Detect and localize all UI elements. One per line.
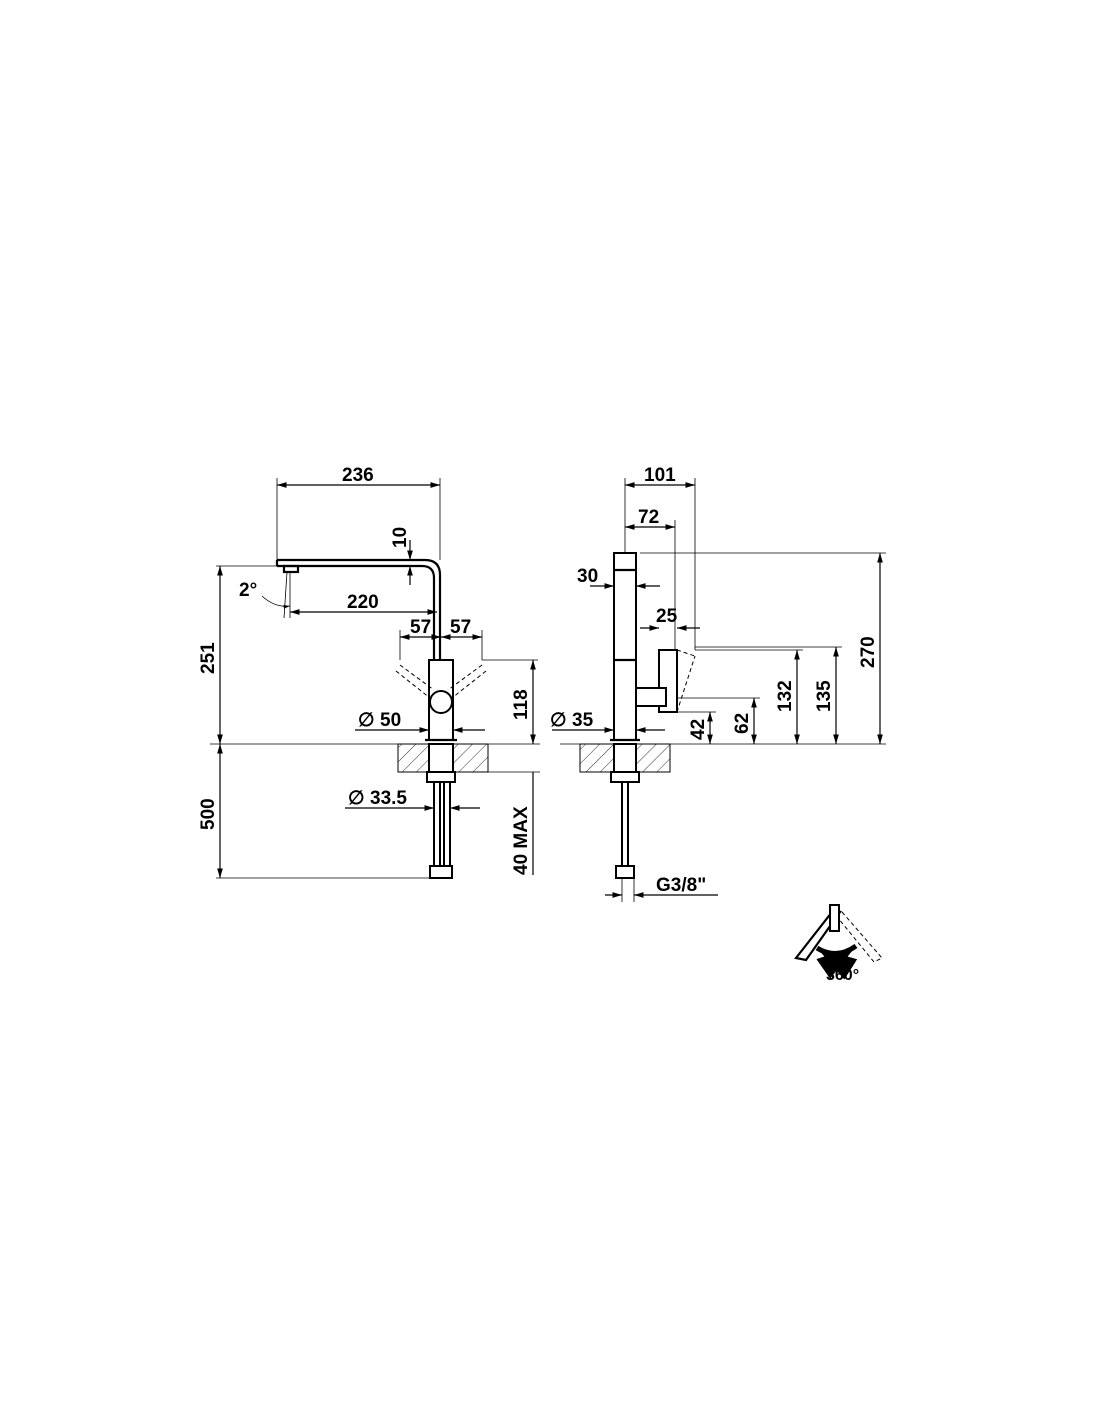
dim-72: 72 [638, 507, 659, 528]
dim-2-degree: 2° [239, 580, 257, 601]
dim-30: 30 [577, 566, 598, 587]
dim-diameter-50: 50 [380, 710, 401, 731]
front-body [395, 659, 487, 742]
dim-220: 220 [347, 592, 379, 613]
front-view: 236 10 2° 220 57 57 251 118 ∅ 50 ∅ 33.5 … [198, 465, 540, 879]
dim-500: 500 [198, 798, 219, 830]
dim-25: 25 [656, 606, 678, 627]
diameter-symbol-50: ∅ [358, 710, 375, 731]
dim-270: 270 [858, 636, 879, 668]
diameter-symbol-35: ∅ [550, 710, 567, 731]
dim-62: 62 [732, 713, 753, 734]
front-hoses [426, 771, 456, 879]
dim-10: 10 [390, 527, 411, 548]
side-dimensions [552, 478, 886, 902]
front-dimensions [210, 478, 540, 879]
dim-118: 118 [511, 689, 532, 720]
dim-42: 42 [688, 719, 709, 740]
dim-57-left: 57 [410, 617, 431, 638]
dim-diameter-33-5: 33.5 [370, 788, 407, 809]
dim-diameter-35: 35 [572, 710, 594, 731]
side-body [610, 552, 696, 742]
diameter-symbol-33-5: ∅ [348, 788, 365, 809]
side-view: 101 72 30 25 270 135 132 62 42 ∅ 35 G3/8… [550, 465, 886, 902]
side-hoses [610, 771, 640, 879]
dim-57-right: 57 [450, 617, 471, 638]
dim-251: 251 [198, 642, 219, 674]
rotation-360-icon: 360° [794, 904, 883, 984]
rotation-360-label: 360° [826, 967, 859, 984]
dim-101: 101 [644, 465, 676, 486]
dim-236: 236 [342, 465, 374, 486]
dim-g3-8: G3/8" [656, 875, 706, 896]
dim-135: 135 [814, 680, 835, 712]
dim-132: 132 [775, 680, 796, 712]
dim-40-max: 40 MAX [511, 806, 532, 875]
